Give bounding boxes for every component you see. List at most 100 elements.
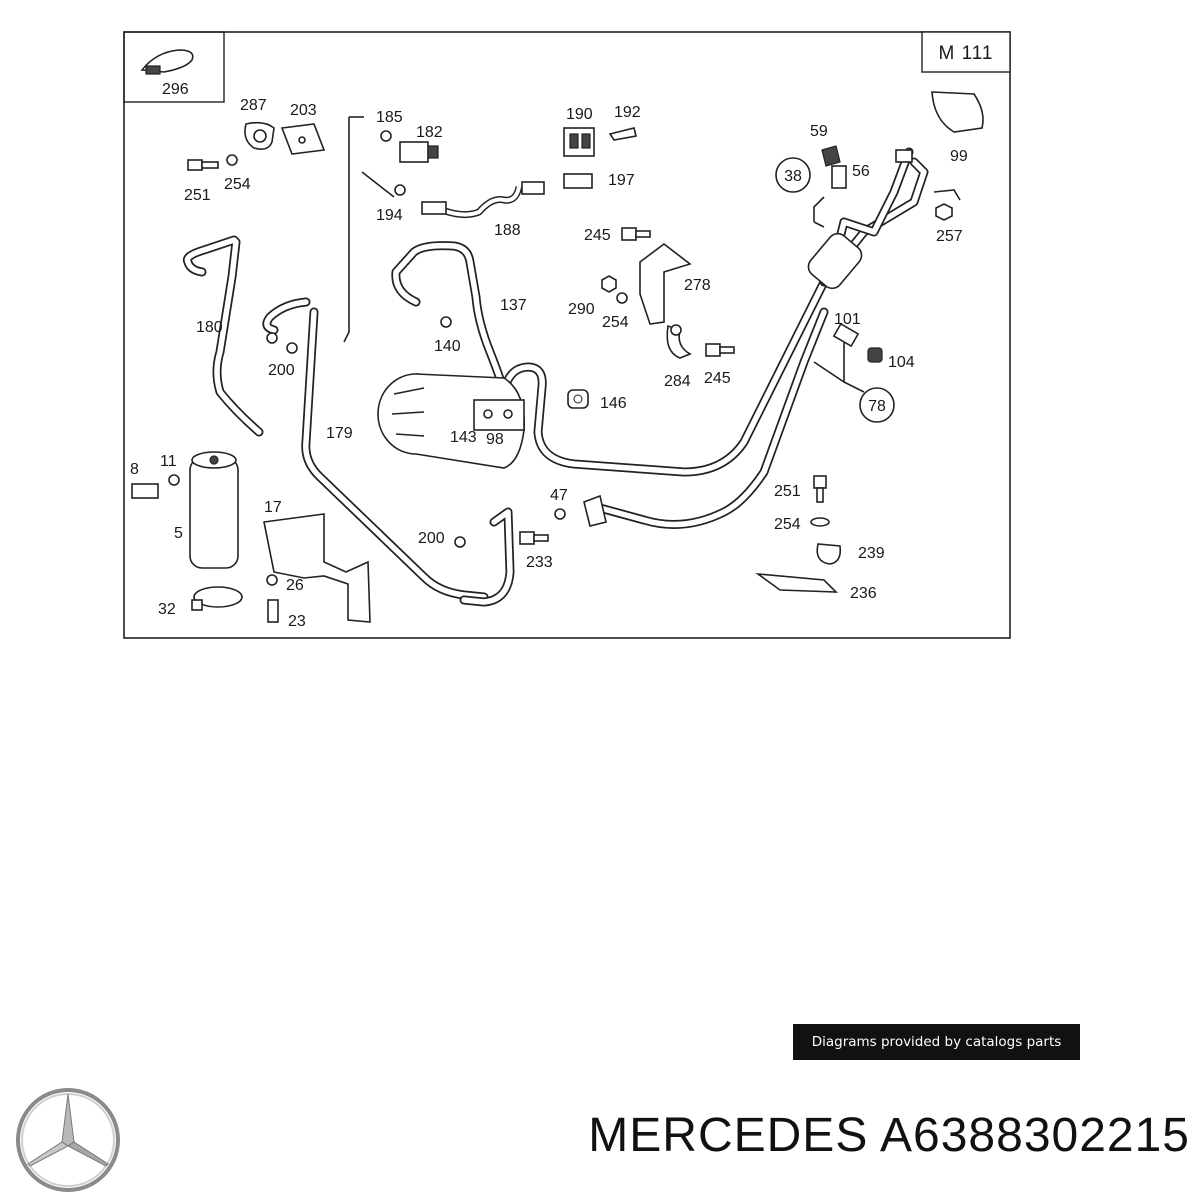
label-8: 8 (130, 461, 139, 478)
label-251-a: 251 (184, 187, 211, 204)
part-56-fitting (895, 149, 913, 163)
label-17: 17 (264, 499, 282, 516)
label-99: 99 (950, 148, 968, 165)
part-245-bolt-top (621, 227, 651, 241)
part-59-valve (821, 145, 847, 189)
part-233-bolt (519, 531, 549, 545)
mercedes-star-icon (16, 1088, 120, 1192)
diagram-drawing: M 111 (123, 31, 1011, 639)
part-labels: 296 287 203 185 182 190 192 59 56 38 99 … (130, 81, 968, 630)
label-5: 5 (174, 525, 183, 542)
part-182-switch (399, 141, 439, 163)
label-32: 32 (158, 601, 176, 618)
label-287: 287 (240, 97, 267, 114)
part-17-bracket (263, 513, 371, 623)
part-200-seal-bottom (454, 536, 466, 548)
label-296: 296 (162, 81, 189, 98)
label-104: 104 (888, 354, 915, 371)
part-200-seal-top (286, 342, 298, 354)
callout-78 (859, 387, 895, 423)
parts-diagram: M 111 (123, 31, 1011, 639)
label-101: 101 (834, 311, 861, 328)
part-284-clamp (666, 324, 692, 359)
label-179: 179 (326, 425, 353, 442)
label-47: 47 (550, 487, 568, 504)
part-190-connector (563, 127, 595, 157)
label-236: 236 (850, 585, 877, 602)
label-78: 78 (868, 398, 886, 415)
label-245-b: 245 (704, 370, 731, 387)
label-284: 284 (664, 373, 691, 390)
label-251-b: 251 (774, 483, 801, 500)
engine-code-label: M 111 (939, 43, 994, 64)
part-140-seal (440, 316, 452, 328)
leader-lines (343, 116, 961, 393)
part-title: MERCEDES A6388302215 (588, 1109, 1190, 1162)
part-104-cap (867, 347, 883, 363)
cable-tie-icon (140, 49, 194, 75)
part-254-washer (226, 154, 238, 166)
label-146: 146 (600, 395, 627, 412)
label-190: 190 (566, 106, 593, 123)
label-182: 182 (416, 124, 443, 141)
label-59: 59 (810, 123, 828, 140)
label-233: 233 (526, 554, 553, 571)
label-254-a: 254 (224, 176, 251, 193)
part-197-plug (521, 173, 593, 195)
label-290: 290 (568, 301, 595, 318)
part-11-seal (168, 474, 180, 486)
label-254-b: 254 (602, 314, 629, 331)
part-254-washer-b (616, 292, 628, 304)
engine-code-box (921, 31, 1011, 73)
label-185: 185 (376, 109, 403, 126)
label-278: 278 (684, 277, 711, 294)
part-239-clamp (816, 543, 842, 565)
part-278-bracket (639, 242, 692, 325)
label-203: 203 (290, 102, 317, 119)
label-200-b: 200 (418, 530, 445, 547)
part-8-fitting (131, 483, 159, 499)
part-200-seal-top-b (266, 332, 278, 344)
label-257: 257 (936, 228, 963, 245)
label-23: 23 (288, 613, 306, 630)
label-180: 180 (196, 319, 223, 336)
inset-box-296 (123, 31, 225, 103)
label-239: 239 (858, 545, 885, 562)
part-receiver-drier-right (807, 232, 863, 290)
part-254-washer-c (810, 517, 830, 527)
label-254-c: 254 (774, 516, 801, 533)
label-98: 98 (486, 431, 504, 448)
label-200-a: 200 (268, 362, 295, 379)
part-5-receiver-drier (189, 451, 239, 569)
label-245-a: 245 (584, 227, 611, 244)
part-251-bolt (187, 159, 219, 171)
part-194-sensor (421, 201, 447, 215)
part-236-bracket (755, 572, 839, 593)
label-56: 56 (852, 163, 870, 180)
part-290-nut (601, 275, 617, 293)
label-38: 38 (784, 168, 802, 185)
part-251-bolt-right (813, 475, 827, 503)
part-47-fitting (583, 494, 607, 527)
part-287-clip (244, 121, 275, 150)
part-146-nut (567, 389, 589, 409)
label-143: 143 (450, 429, 477, 446)
label-192: 192 (614, 104, 641, 121)
part-26-washer (266, 574, 278, 586)
part-47-seal (554, 508, 566, 520)
label-11: 11 (160, 453, 177, 470)
part-23-bolt (267, 599, 279, 623)
part-203-bracket (280, 123, 326, 155)
label-197: 197 (608, 172, 635, 189)
part-101-fitting (832, 322, 860, 348)
part-99-bracket (931, 91, 984, 133)
part-192-pin (608, 127, 637, 141)
label-26: 26 (286, 577, 304, 594)
part-257-nut (935, 203, 953, 221)
part-compressor (377, 373, 525, 469)
part-194-seal (394, 184, 406, 196)
label-137: 137 (500, 297, 527, 314)
label-140: 140 (434, 338, 461, 355)
label-194: 194 (376, 207, 403, 224)
callout-38 (775, 157, 811, 193)
